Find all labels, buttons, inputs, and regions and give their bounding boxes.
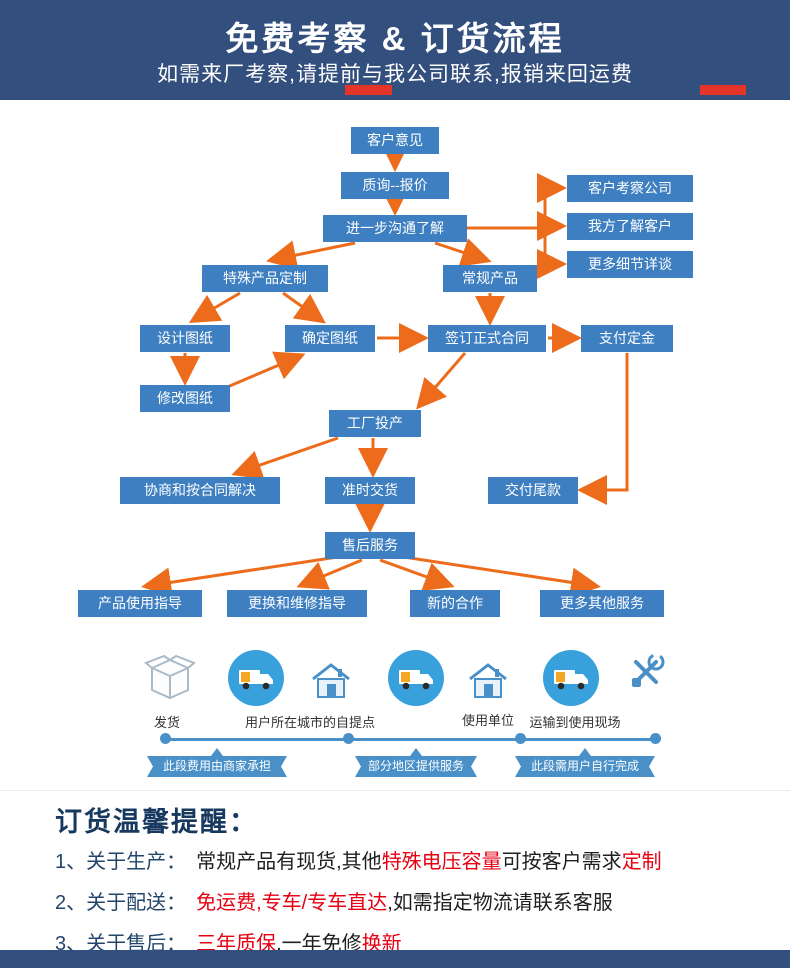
reminder-item-label: 1、关于生产： (55, 851, 187, 873)
timeline-line (165, 738, 655, 741)
flow-node-negotiate: 协商和按合同解决 (120, 477, 280, 504)
ribbon-pointer (579, 748, 591, 756)
page-subtitle: 如需来厂考察,请提前与我公司联系,报销来回运费 (157, 63, 633, 86)
flow-node-design-drawing: 设计图纸 (140, 325, 230, 352)
flow-node-custom-product: 特殊产品定制 (202, 265, 328, 292)
flow-node-pay-deposit: 支付定金 (581, 325, 673, 352)
timeline-dot (343, 733, 354, 744)
reminder-item-aftersale: 3、关于售后： 三年质保,一年免修换新 (55, 927, 402, 956)
ribbon-pointer (211, 748, 223, 756)
truck-icon (543, 650, 599, 706)
header-banner: 免费考察 & 订货流程 如需来厂考察,请提前与我公司联系,报销来回运费 (0, 0, 790, 100)
flow-node-customer-feedback: 客户意见 (351, 127, 439, 154)
ribbon-pointer (410, 748, 422, 756)
station-label-user-unit: 使用单位 (461, 713, 514, 728)
station-label-transport-site: 运输到使用现场 (529, 715, 621, 730)
reminder-item-delivery: 2、关于配送： 免运费,专车/专车直达,如需指定物流请联系客服 (55, 886, 613, 915)
reminder-highlight: 特殊电压容量 (381, 851, 502, 873)
flow-node-further-comm: 进一步沟通了解 (323, 215, 467, 242)
flow-node-new-coop: 新的合作 (410, 590, 500, 617)
page-title: 免费考察 & 订货流程 (225, 20, 565, 57)
station-label-shipping: 发货 (153, 715, 180, 730)
reminder-highlight: 定制 (621, 851, 662, 873)
flow-node-pay-balance: 交付尾款 (488, 477, 578, 504)
reminder-highlight: 免运费,专车/专车直达 (196, 892, 388, 914)
timeline-dot (160, 733, 171, 744)
ribbon-merchant-cost: 此段费用由商家承担 (147, 756, 287, 777)
reminder-text: ,一年免修 (276, 933, 362, 955)
truck-icon (228, 650, 284, 706)
flow-node-inquiry-quote: 质询--报价 (341, 172, 449, 199)
reminder-text: 可按客户需求 (501, 851, 622, 873)
red-accent-bar (345, 85, 392, 95)
house-icon (469, 663, 507, 698)
house-icon (312, 663, 350, 698)
reminder-item-label: 3、关于售后： (55, 933, 187, 955)
flow-node-more-details: 更多细节详谈 (567, 251, 693, 278)
timeline-dot (515, 733, 526, 744)
ribbon-user-complete: 此段需用户自行完成 (515, 756, 655, 777)
flow-node-know-customer: 我方了解客户 (567, 213, 693, 240)
reminder-highlight: 换新 (361, 933, 402, 955)
reminder-text: ,如需指定物流请联系客服 (387, 892, 613, 914)
flow-node-factory-production: 工厂投产 (329, 410, 421, 437)
flow-node-sign-contract: 签订正式合同 (428, 325, 546, 352)
reminder-item-production: 1、关于生产： 常规产品有现货,其他特殊电压容量可按客户需求定制 (55, 845, 662, 874)
flow-node-usage-guide: 产品使用指导 (78, 590, 202, 617)
footer-bar (0, 950, 790, 968)
flow-node-more-services: 更多其他服务 (540, 590, 664, 617)
tools-icon (632, 653, 665, 687)
flow-node-aftersale: 售后服务 (325, 532, 415, 559)
flow-node-confirm-drawing: 确定图纸 (285, 325, 375, 352)
reminder-highlight: 三年质保 (196, 933, 277, 955)
flow-node-visit-company: 客户考察公司 (567, 175, 693, 202)
station-label-pickup: 用户所在城市的自提点 (244, 715, 375, 730)
truck-icon (388, 650, 444, 706)
reminder-text: 常规产品有现货,其他 (196, 851, 382, 873)
flow-node-repair-guide: 更换和维修指导 (227, 590, 367, 617)
flow-node-ontime-delivery: 准时交货 (325, 477, 415, 504)
reminder-item-label: 2、关于配送： (55, 892, 187, 914)
red-accent-bar (700, 85, 746, 95)
package-icon (144, 654, 196, 700)
section-divider (0, 790, 790, 791)
timeline-dot (650, 733, 661, 744)
flow-node-regular-product: 常规产品 (443, 265, 537, 292)
ribbon-partial-service: 部分地区提供服务 (355, 756, 477, 777)
flow-node-modify-drawing: 修改图纸 (140, 385, 230, 412)
reminder-heading: 订货温馨提醒： (55, 807, 258, 837)
